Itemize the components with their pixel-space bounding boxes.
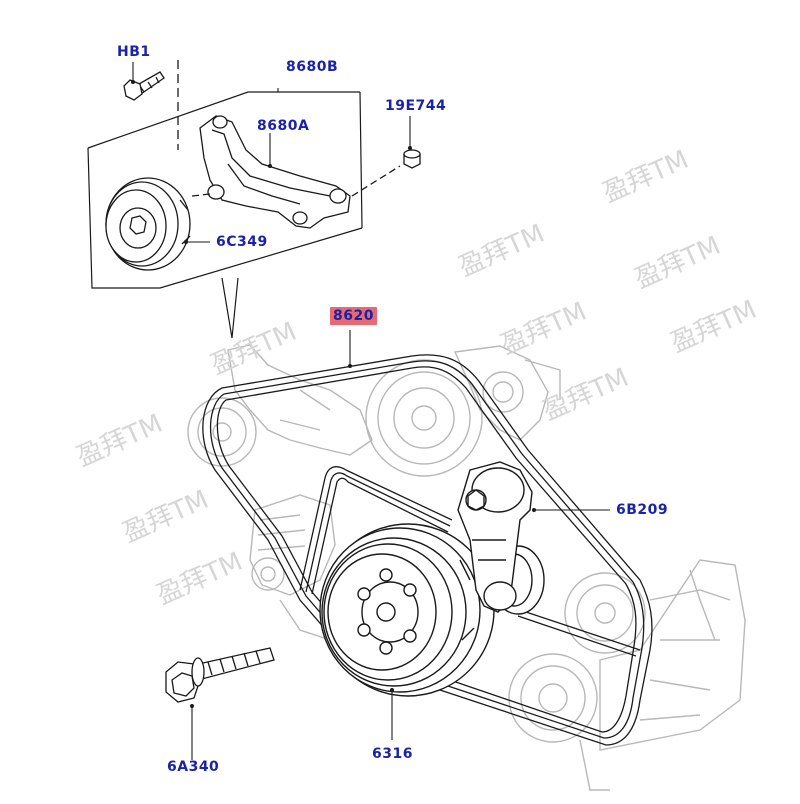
part-label-6b209[interactable]: 6B209 [616, 502, 669, 518]
part-label-6a340[interactable]: 6A340 [167, 759, 220, 775]
serpentine-belt-8620 [202, 354, 653, 746]
bolt-6a340 [165, 647, 275, 703]
part-label-8620[interactable]: 8620 [330, 307, 377, 325]
tensioner-6b209 [457, 461, 545, 615]
crankshaft-pulley-6316 [319, 523, 495, 697]
part-label-19e744[interactable]: 19E744 [385, 98, 447, 114]
callout-dots [131, 80, 536, 708]
part-label-8680b[interactable]: 8680B [286, 59, 339, 75]
idler-pulley-6c349 [105, 177, 191, 271]
nut-19e744 [403, 149, 421, 169]
part-label-6c349[interactable]: 6C349 [216, 234, 268, 250]
bracket-8680a [191, 115, 401, 229]
part-label-hb1[interactable]: HB1 [117, 44, 151, 60]
part-label-6316[interactable]: 6316 [372, 746, 413, 762]
inset-detail-box [87, 91, 363, 339]
bolt-hb1 [123, 60, 179, 150]
part-label-8680a[interactable]: 8680A [257, 118, 310, 134]
callout-leaders [132, 62, 610, 760]
